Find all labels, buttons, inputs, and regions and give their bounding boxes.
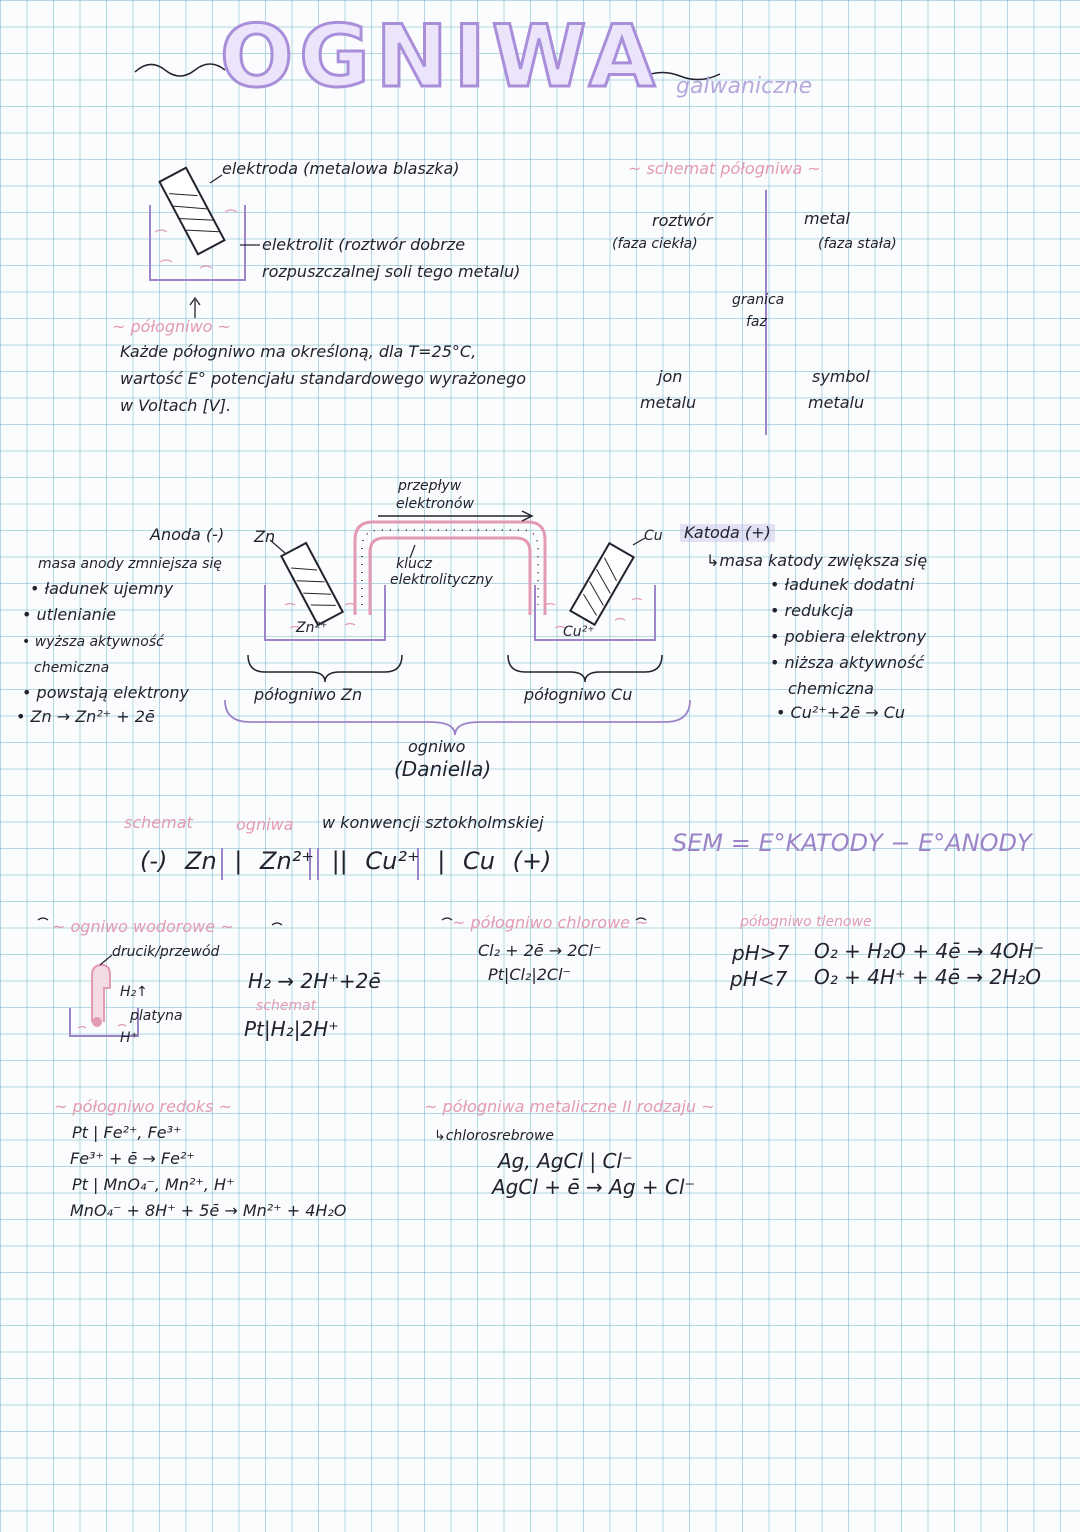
cathode-item: • ładunek dodatni [770,575,915,594]
cathode-item: • niższa aktywność [770,653,925,672]
electrode-label: elektroda (metalowa blaszka) [222,159,460,178]
hydrogen-h2-label: H₂↑ [120,984,148,1000]
half-cell-desc-2: wartość E° potencjału standardowego wyra… [120,369,527,388]
title-wave-line [134,63,721,81]
oxygen-reaction-basic: O₂ + H₂O + 4ē → 4OH⁻ [814,939,1045,963]
stockholm-label-2: ogniwa [236,815,294,834]
salt-bridge-label-2: elektrolityczny [390,572,493,588]
half-cell-cu-label: półogniwo Cu [524,685,633,704]
cu-ion-label: Cu²⁺ [563,624,595,640]
metallic-line-1: Ag, AgCl | Cl⁻ [498,1149,633,1173]
hydrogen-wire-label: drucik/przewód [112,944,220,960]
half-cell-desc-3: w Voltach [V]. [120,396,232,415]
cell-notation: (-) Zn | Zn²⁺ || Cu²⁺ | Cu (+) [140,847,552,875]
page-title: OGNIWA [218,7,662,107]
scheme-heading: ~ schemat półogniwa ~ [628,159,821,178]
half-cell-desc-1: Każde półogniwo ma określoną, dla T=25°C… [120,342,477,361]
hydrogen-heading: ~ ogniwo wodorowe ~ [52,917,234,936]
anode-item: chemiczna [34,660,110,676]
scheme-solid-phase: (faza stała) [818,236,897,252]
hydrogen-reaction: H₂ → 2H⁺+2ē [248,969,381,993]
hydrogen-hplus-label: H⁺ [120,1030,138,1046]
electrolyte-label-1: elektrolit (roztwór dobrze [262,235,466,254]
electron-flow-1: przepływ [398,478,462,494]
chlorine-scheme: Pt|Cl₂|2Cl⁻ [488,965,571,984]
cathode-item: chemiczna [788,679,874,698]
stockholm-label-3: w konwencji sztokholmskiej [322,813,544,832]
oxygen-reaction-acidic: O₂ + 4H⁺ + 4ē → 2H₂O [814,965,1042,989]
hydrogen-electrode-diagram [69,954,139,1037]
metallic-sub: ↳chlorosrebrowe [434,1128,555,1144]
scheme-boundary-2: faz [746,314,767,330]
cathode-item: • redukcja [770,601,854,620]
daniell-cell-diagram [224,510,691,736]
redox-line: MnO₄⁻ + 8H⁺ + 5ē → Mn²⁺ + 4H₂O [70,1201,347,1220]
stockholm-label-1: schemat [124,813,193,832]
page-subtitle: galwaniczne [676,74,813,99]
cathode-item: • Cu²⁺+2ē → Cu [776,703,906,722]
scheme-ion-2: metalu [640,393,697,412]
cathode-item: ↳masa katody zwiększa się [706,551,928,570]
redox-line: Fe³⁺ + ē → Fe²⁺ [70,1149,195,1168]
salt-bridge-label-1: klucz [396,556,432,572]
half-cell-heading: ~ półogniwo ~ [112,317,231,336]
hydrogen-scheme-label: schemat [256,998,317,1014]
cell-label-1: ogniwo [408,737,466,756]
redox-heading: ~ półogniwo redoks ~ [54,1097,232,1116]
oxygen-ph-basic: pH>7 [732,941,790,965]
anode-item: • utlenianie [22,605,117,624]
scheme-boundary-1: granica [732,292,785,308]
hydrogen-scheme: Pt|H₂|2H⁺ [244,1017,339,1041]
anode-item: • Zn → Zn²⁺ + 2ē [16,707,155,726]
anode-item: • ładunek ujemny [30,579,174,598]
anode-item: masa anody zmniejsza się [38,556,222,572]
electron-flow-2: elektronów [396,496,474,512]
redox-line: Pt | MnO₄⁻, Mn²⁺, H⁺ [72,1175,235,1194]
electrolyte-label-2: rozpuszczalnej soli tego metalu) [262,262,521,281]
sem-formula: SEM = E°KATODY − E°ANODY [672,829,1032,857]
half-cell-diagram [149,166,260,318]
redox-line: Pt | Fe²⁺, Fe³⁺ [72,1123,182,1142]
anode-item: • wyższa aktywność [22,634,164,650]
scheme-metal: metal [804,209,850,228]
stockholm-separators [221,848,419,880]
scheme-liquid-phase: (faza ciekła) [612,236,698,252]
oxygen-ph-acidic: pH<7 [730,967,788,991]
metallic-line-2: AgCl + ē → Ag + Cl⁻ [492,1175,696,1199]
zn-ion-label: Zn²⁺ [296,620,328,636]
anode-heading: Anoda (-) [150,525,225,544]
zn-electrode-label: Zn [254,527,276,546]
scheme-solution: roztwór [652,211,713,230]
cell-label-2: (Daniella) [394,757,492,781]
heading-tildes [37,917,647,926]
scheme-ion-1: jon [658,367,683,386]
cathode-item: • pobiera elektrony [770,627,927,646]
scheme-symbol-2: metalu [808,393,865,412]
chlorine-reaction: Cl₂ + 2ē → 2Cl⁻ [478,941,602,960]
metallic-heading: ~ półogniwa metaliczne II rodzaju ~ [424,1097,715,1116]
oxygen-heading: półogniwo tlenowe [740,914,872,930]
cathode-heading: Katoda (+) [680,523,775,543]
hydrogen-platinum-label: platyna [130,1008,183,1024]
half-cell-zn-label: półogniwo Zn [254,685,363,704]
chlorine-heading: ~ półogniwo chlorowe ~ [452,913,649,932]
cu-electrode-label: Cu [644,528,663,544]
anode-item: • powstają elektrony [22,683,189,702]
scheme-symbol-1: symbol [812,367,870,386]
